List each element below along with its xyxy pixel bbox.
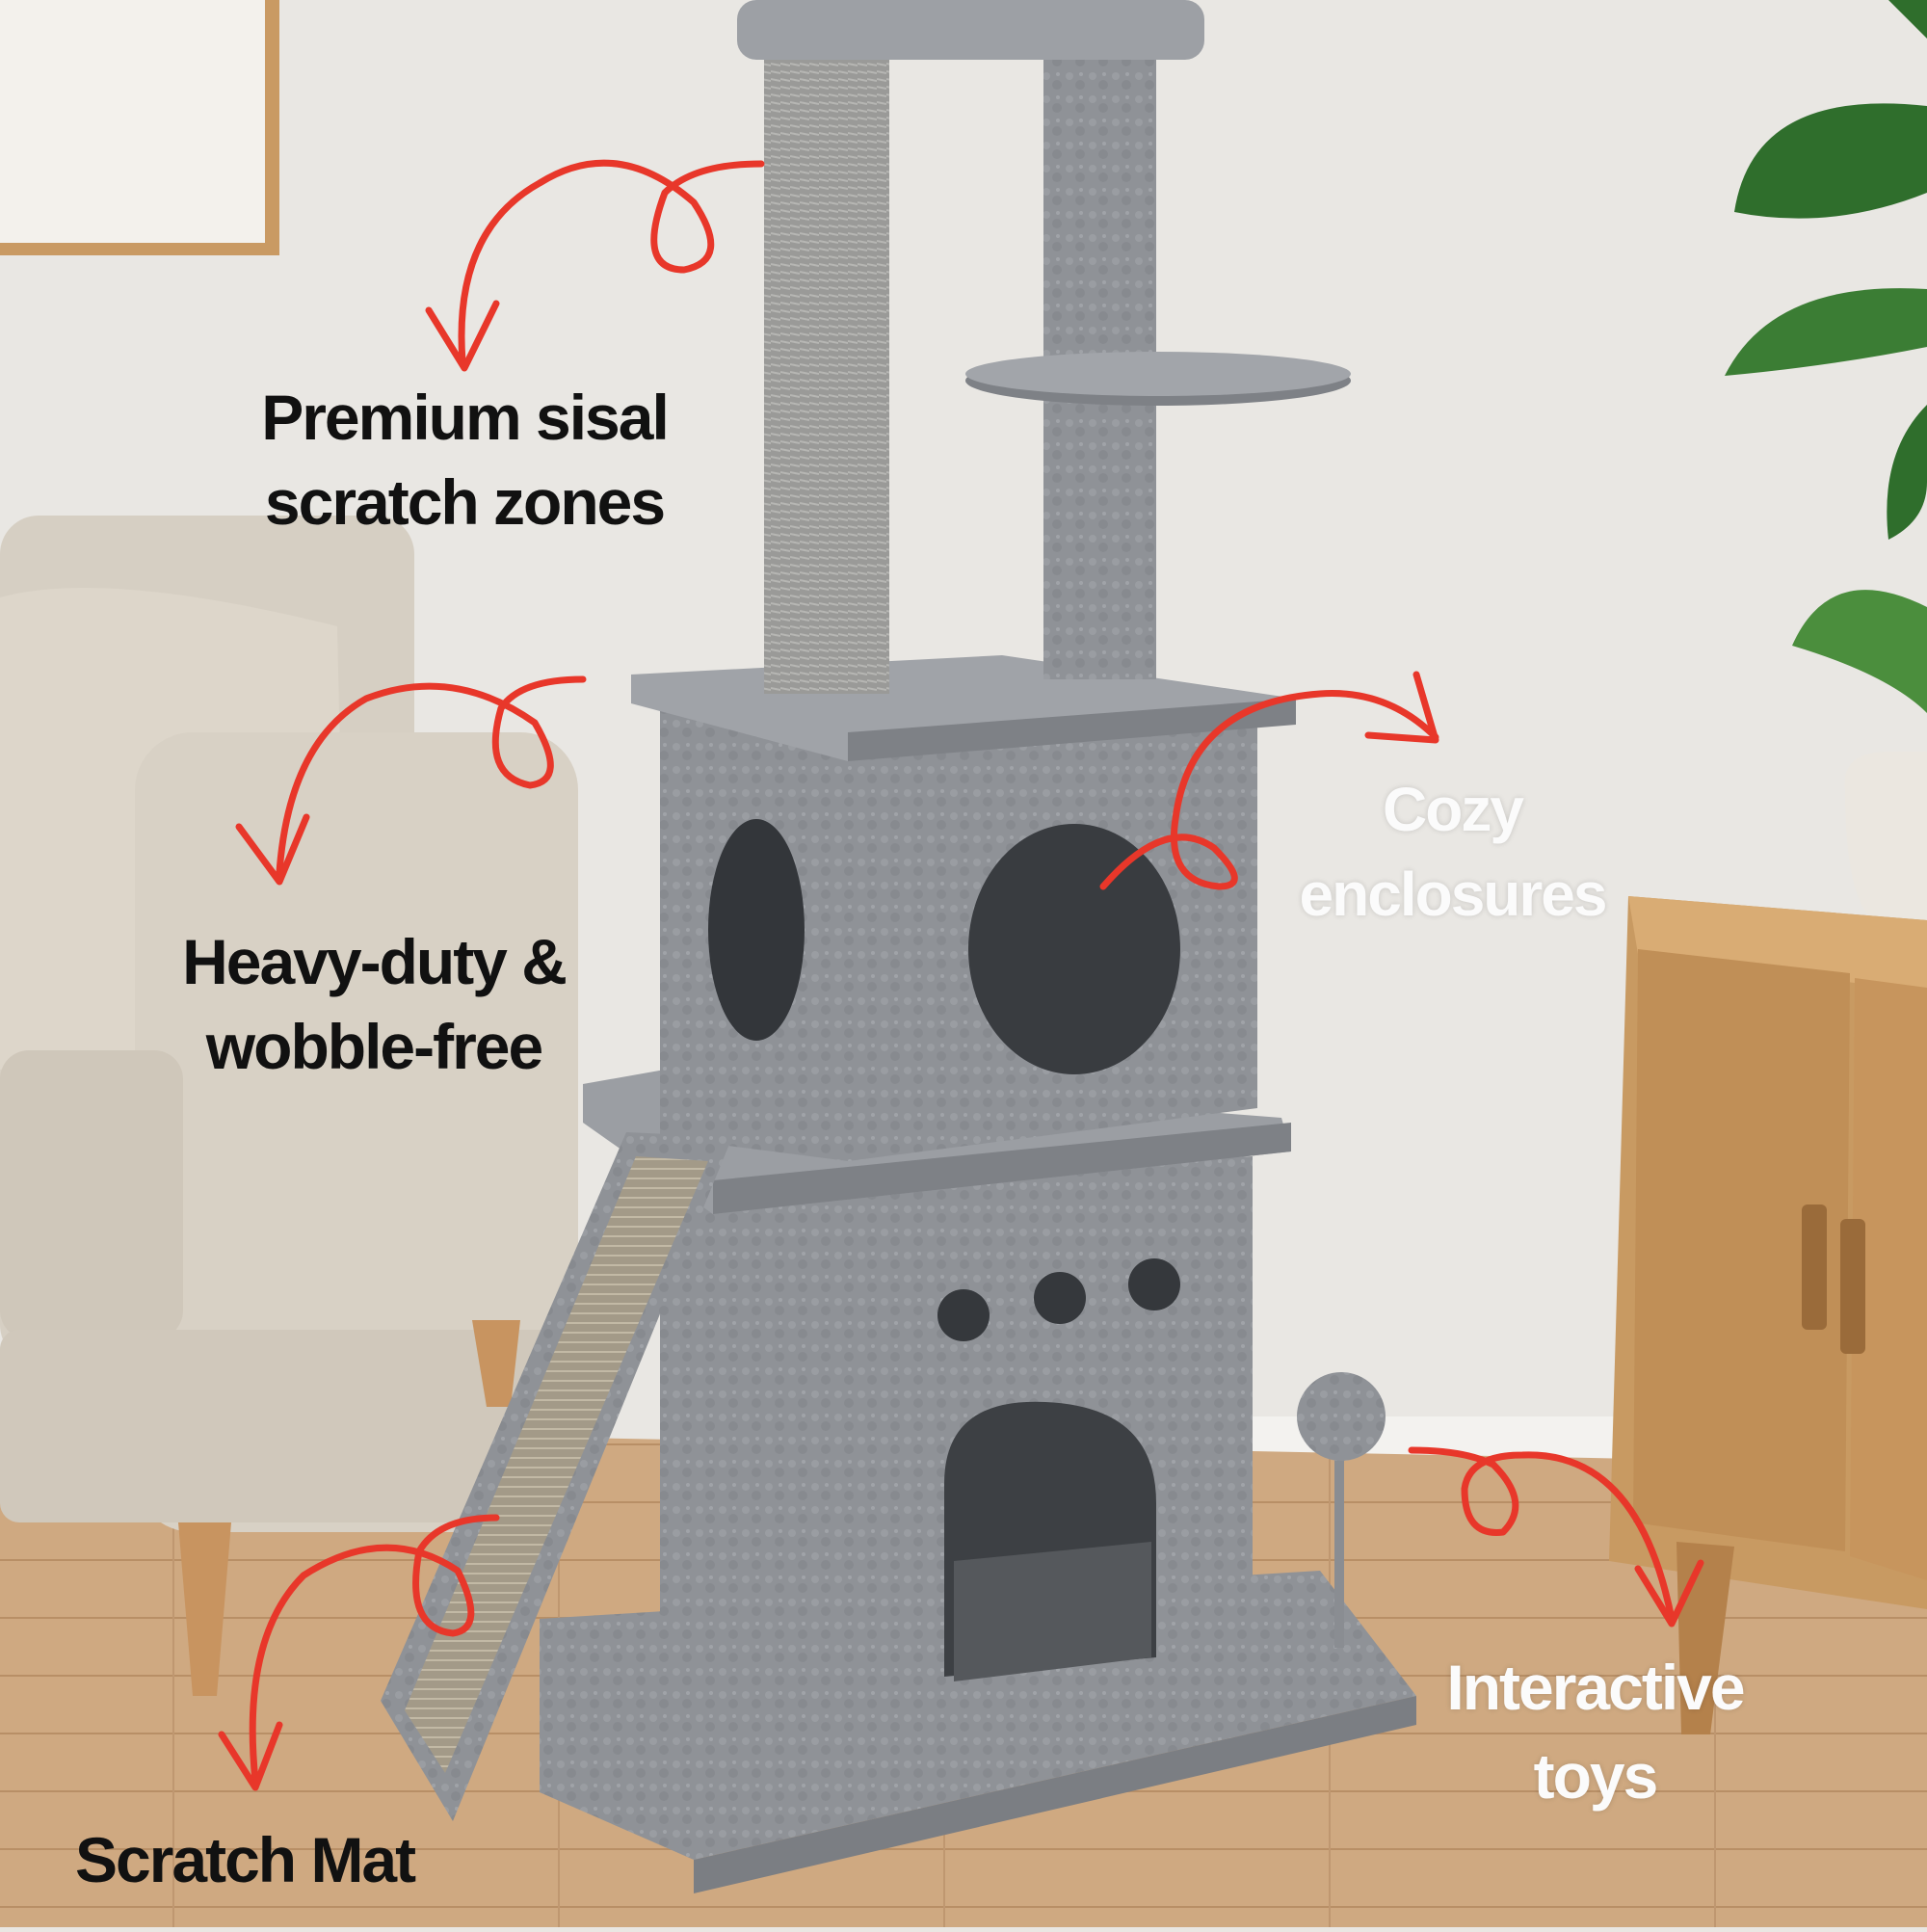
arrow-heavy-duty xyxy=(276,675,587,876)
label-sisal-line1: Premium sisal xyxy=(261,382,670,453)
arrowhead-cozy xyxy=(1364,671,1439,744)
arrow-scratch-mat xyxy=(249,1514,500,1785)
label-cozy-line1: Cozy xyxy=(1383,775,1524,844)
sofa xyxy=(0,516,578,1696)
label-scratch-mat: Scratch Mat xyxy=(75,1824,416,1895)
plant xyxy=(1725,0,1927,925)
arrowhead-heavy-duty xyxy=(235,813,310,886)
label-heavy-duty-line2: wobble-free xyxy=(205,1011,543,1082)
cabinet xyxy=(1609,896,1927,1734)
picture-frame xyxy=(0,0,279,255)
label-cozy: Cozy enclosures xyxy=(1286,779,1619,925)
arrow-interactive xyxy=(1408,1446,1676,1623)
arrowhead-sisal xyxy=(425,300,500,372)
arrow-cozy xyxy=(1099,690,1439,890)
label-interactive-line2: toys xyxy=(1533,1740,1659,1812)
arrowhead-scratch-mat xyxy=(218,1721,283,1791)
label-cozy-line2: enclosures xyxy=(1299,860,1608,929)
label-heavy-duty-line1: Heavy-duty & xyxy=(182,926,568,997)
cat-tree xyxy=(381,0,1416,1893)
label-sisal: Premium sisal scratch zones xyxy=(252,385,676,534)
label-sisal-line2: scratch zones xyxy=(264,466,666,538)
label-interactive: Interactive toys xyxy=(1424,1655,1766,1808)
label-heavy-duty: Heavy-duty & wobble-free xyxy=(162,930,586,1078)
arrowhead-interactive xyxy=(1634,1559,1704,1628)
label-interactive-line1: Interactive xyxy=(1446,1652,1745,1723)
label-scratch-mat-line1: Scratch Mat xyxy=(75,1824,416,1895)
arrow-sisal xyxy=(458,159,765,365)
